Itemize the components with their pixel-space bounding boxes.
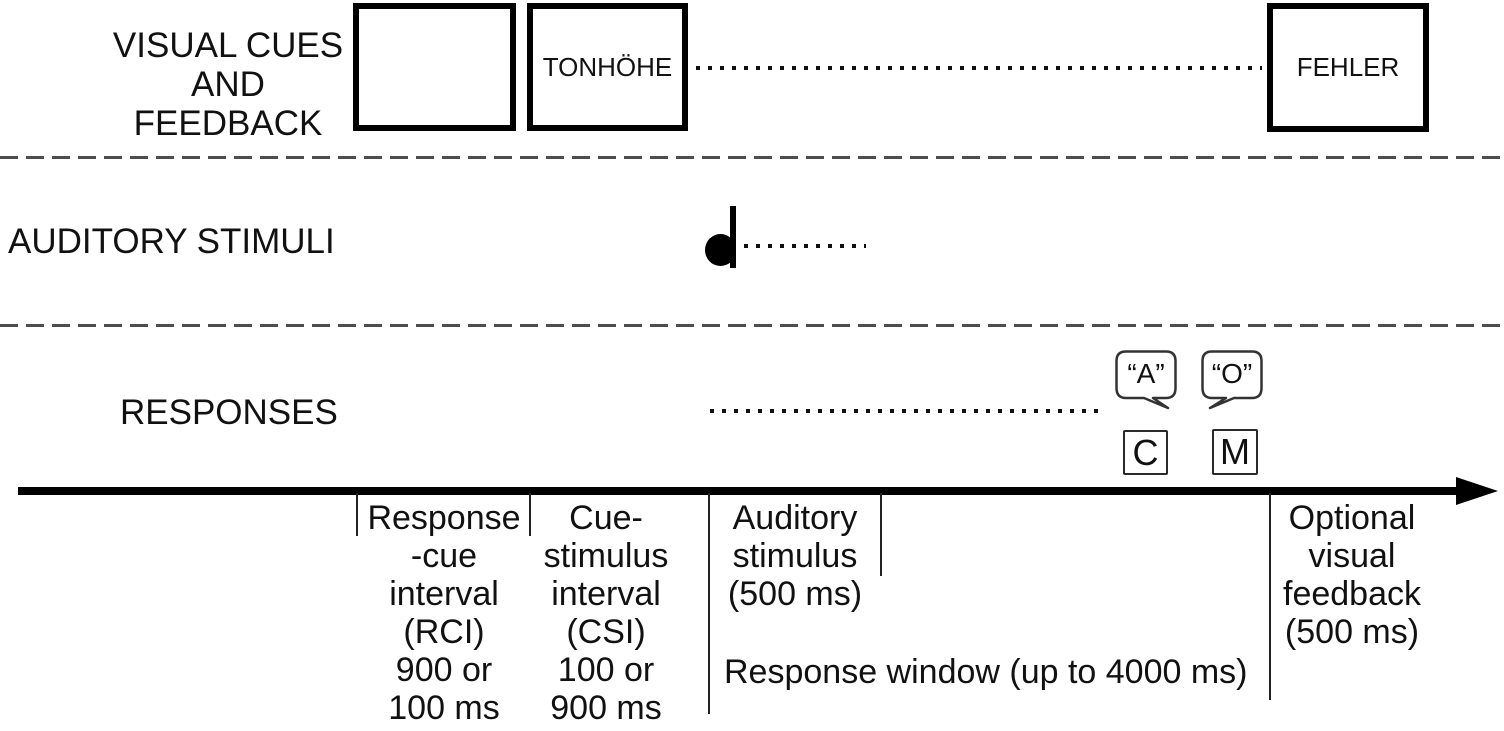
segment-label-optional-feedback: Optional visual feedback (500 ms) [1283, 499, 1421, 651]
responses-row-label: RESPONSES [120, 393, 338, 432]
quarter-note-icon [705, 206, 739, 270]
timeline-arrow-shaft [18, 487, 1458, 495]
speech-bubble-a-shape [1115, 350, 1177, 410]
segment-label-csi: Cue- stimulus interval (CSI) 100 or 900 … [543, 499, 669, 727]
pitch-cue-box: TONHÖHE [527, 3, 688, 131]
response-key-m: M [1212, 429, 1258, 475]
speech-bubble-o: “O” [1201, 350, 1263, 410]
dashed-separator-top [0, 156, 1504, 159]
blank-cue-box [353, 3, 516, 131]
error-feedback-box: FEHLER [1267, 3, 1429, 132]
dotted-leader-auditory-row [744, 244, 866, 248]
segment-label-response-window: Response window (up to 4000 ms) [724, 653, 1248, 691]
speech-bubble-a: “A” [1115, 350, 1177, 410]
tick-stimulus-offset [880, 493, 882, 576]
speech-bubble-o-shape [1201, 350, 1263, 410]
visual-cues-row-label: VISUAL CUES AND FEEDBACK [112, 26, 344, 143]
vocal-response-a: “A” [1127, 358, 1165, 389]
tick-stimulus-onset [708, 493, 710, 714]
timeline-arrowhead-icon [1456, 477, 1498, 505]
auditory-row-label: AUDITORY STIMULI [8, 222, 335, 261]
tick-feedback-onset [1269, 493, 1271, 700]
dotted-leader-visual-row [696, 66, 1262, 70]
response-key-c: C [1123, 430, 1168, 475]
note-stem [730, 206, 736, 268]
tick-rci-start [356, 493, 358, 536]
tick-csi-start [529, 493, 531, 536]
dashed-separator-bottom [0, 324, 1504, 327]
vocal-response-o: “O” [1211, 358, 1253, 389]
segment-label-auditory-stimulus: Auditory stimulus (500 ms) [727, 499, 863, 613]
dotted-leader-responses-row [710, 409, 1102, 413]
segment-label-rci: Response -cue interval (RCI) 900 or 100 … [367, 499, 521, 727]
